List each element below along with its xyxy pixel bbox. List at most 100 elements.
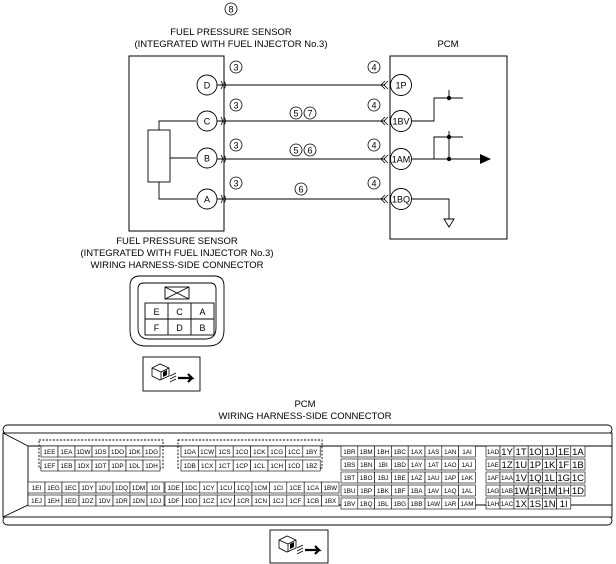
sensor-callout: 8 [224, 2, 238, 16]
svg-text:A: A [204, 195, 210, 205]
pcm-connector-cell: 1AO [444, 462, 457, 469]
pcm-connector-cell: 1DY [81, 485, 94, 492]
pcm-connector-cell: 1Y [501, 447, 513, 458]
pcm-connector-cell: 1C [572, 473, 584, 484]
pcm-connector-cell: 1CT [219, 463, 231, 470]
pcm-connector-cell: 1BR [343, 449, 356, 456]
pcm-connector-cell: 1R [529, 486, 541, 497]
svg-text:4: 4 [371, 100, 376, 110]
pcm-connector-cell-box [570, 445, 586, 458]
pcm-connector-cell: 1CE [289, 485, 301, 492]
pcm-connector-cell: 1H [558, 486, 570, 497]
pcm-connector-cell: 1DA [184, 449, 197, 456]
pcm-connector-cell: 1EB [61, 463, 73, 470]
svg-text:1BQ: 1BQ [392, 194, 410, 204]
sensor-callout-label: 8 [228, 4, 233, 14]
pcm-connector-cell-box [570, 471, 586, 484]
pcm-connector-cell: 1BM [360, 449, 373, 456]
pcm-title: PCM [437, 39, 458, 50]
pcm-connector-cell-box [302, 445, 321, 458]
pcm-connector-cell: 1CW [200, 449, 214, 456]
pcm-connector-cell-box [302, 459, 321, 472]
sensor-connector-face [129, 275, 225, 347]
pcm-connector-cell: 1BB [411, 501, 423, 508]
pcm-connector-cell: 1AB [501, 488, 513, 495]
pcm-connector-cell: 1AL [461, 488, 473, 495]
pcm-pin-1bv: 1BV [390, 110, 412, 132]
ground-symbol-icon [443, 218, 455, 228]
pcm-connector-cell: 1DC [185, 485, 198, 492]
pcm-connector-cell: 1CP [236, 463, 248, 470]
pcm-connector-cell: 1L [544, 473, 555, 484]
pcm-connector-cell: 1DL [129, 463, 141, 470]
pcm-pin-callouts: 4 4 4 4 [367, 60, 381, 190]
pcm-connector-cell: 1W [514, 486, 528, 497]
pcm-connector-cell: 1AU [427, 475, 440, 482]
pcm-connector-cell-box [142, 445, 161, 458]
output-arrow-icon [480, 154, 491, 164]
svg-text:3: 3 [233, 178, 238, 188]
svg-text:3: 3 [233, 100, 238, 110]
pcm-connector-cell: 1CB [307, 498, 319, 505]
svg-text:6: 6 [298, 184, 303, 194]
pcm-connector-cell: 1CR [237, 498, 250, 505]
pcm-connector-cell: 1BV [343, 501, 356, 508]
pcm-internal-circuit [412, 90, 480, 219]
pcm-connector-cell: 1AT [428, 462, 439, 469]
pcm-connector-cell: 1CV [220, 498, 233, 505]
pcm-connector-cell: 1I [560, 499, 568, 510]
pcm-connector-cell: 1CO [235, 449, 248, 456]
connector-view-icon [269, 529, 329, 564]
pcm-connector-cell: 1AP [444, 475, 456, 482]
pcm-connector-cell: 1AV [428, 488, 440, 495]
pcm-connector-cell: 1DQ [115, 485, 128, 492]
pcm-connector-cell: 1DV [98, 498, 111, 505]
pcm-connector-cell: 1BZ [306, 463, 318, 470]
pcm-connector-cell: 1DB [184, 463, 196, 470]
pcm-connector-title-1: PCM [294, 399, 315, 410]
sensor-terminal-marks [220, 80, 226, 204]
pcm-connector-cell: 1BD [394, 462, 407, 469]
svg-text:4: 4 [371, 140, 376, 150]
pcm-connector-cell: 1AG [487, 488, 500, 495]
pcm-connector-cell: 1BO [360, 475, 373, 482]
pcm-connector-cell: 1J [544, 447, 554, 458]
svg-text:5: 5 [293, 145, 298, 155]
pcm-connector-cell: 1DE [168, 485, 180, 492]
pcm-connector-cell: 1BW [323, 485, 337, 492]
pcm-connector-cell-box [321, 481, 340, 494]
pcm-connector-cell: 1CS [218, 449, 230, 456]
pcm-connector-cell: 1DG [145, 449, 158, 456]
pcm-connector-cell: 1DK [128, 449, 141, 456]
pcm-connector-cell: 1F [558, 460, 569, 471]
pcm-connector-cell: 1BS [343, 462, 355, 469]
sensor-connector-cell: E [153, 307, 159, 317]
pcm-connector-cell: 1CF [290, 498, 302, 505]
pcm-connector-cell: 1BP [360, 488, 372, 495]
pcm-connector-cell-box [458, 484, 476, 497]
pcm-connector-cell: 1Q [529, 473, 542, 484]
pcm-connector-cell-box [142, 459, 161, 472]
sensor-connector-cell: F [154, 323, 160, 333]
sensor-title-1: FUEL PRESSURE SENSOR [170, 27, 292, 38]
pcm-connector-cell-box [321, 494, 340, 507]
pcm-connector-cell: 1BA [411, 488, 424, 495]
pcm-connector-cell: 1G [557, 473, 570, 484]
pcm-connector-cell: 1AR [444, 501, 457, 508]
pcm-connector-cell-box [458, 445, 476, 458]
pcm-connector-cell: 1DM [132, 485, 145, 492]
pcm-connector-cell: 1EE [44, 449, 56, 456]
sensor-title-2: (INTEGRATED WITH FUEL INJECTOR No.3) [134, 39, 327, 50]
pcm-connector-cell: 1U [515, 460, 527, 471]
pcm-connector-cell: 1AN [444, 449, 457, 456]
pcm-connector-cell: 1CG [270, 449, 283, 456]
pcm-connector-cell: 1BX [324, 498, 337, 505]
pcm-connector-cell: 1CU [220, 485, 233, 492]
pcm-connector-cell: 1BE [394, 475, 406, 482]
pcm-pin-1am: 1AM [390, 148, 412, 170]
pcm-connector-cell: 1DH [145, 463, 158, 470]
pcm-connector-cell: 1AQ [444, 488, 457, 495]
pcm-connector-title-2: WIRING HARNESS-SIDE CONNECTOR [219, 411, 392, 422]
pcm-connector-cell: 1DN [132, 498, 145, 505]
